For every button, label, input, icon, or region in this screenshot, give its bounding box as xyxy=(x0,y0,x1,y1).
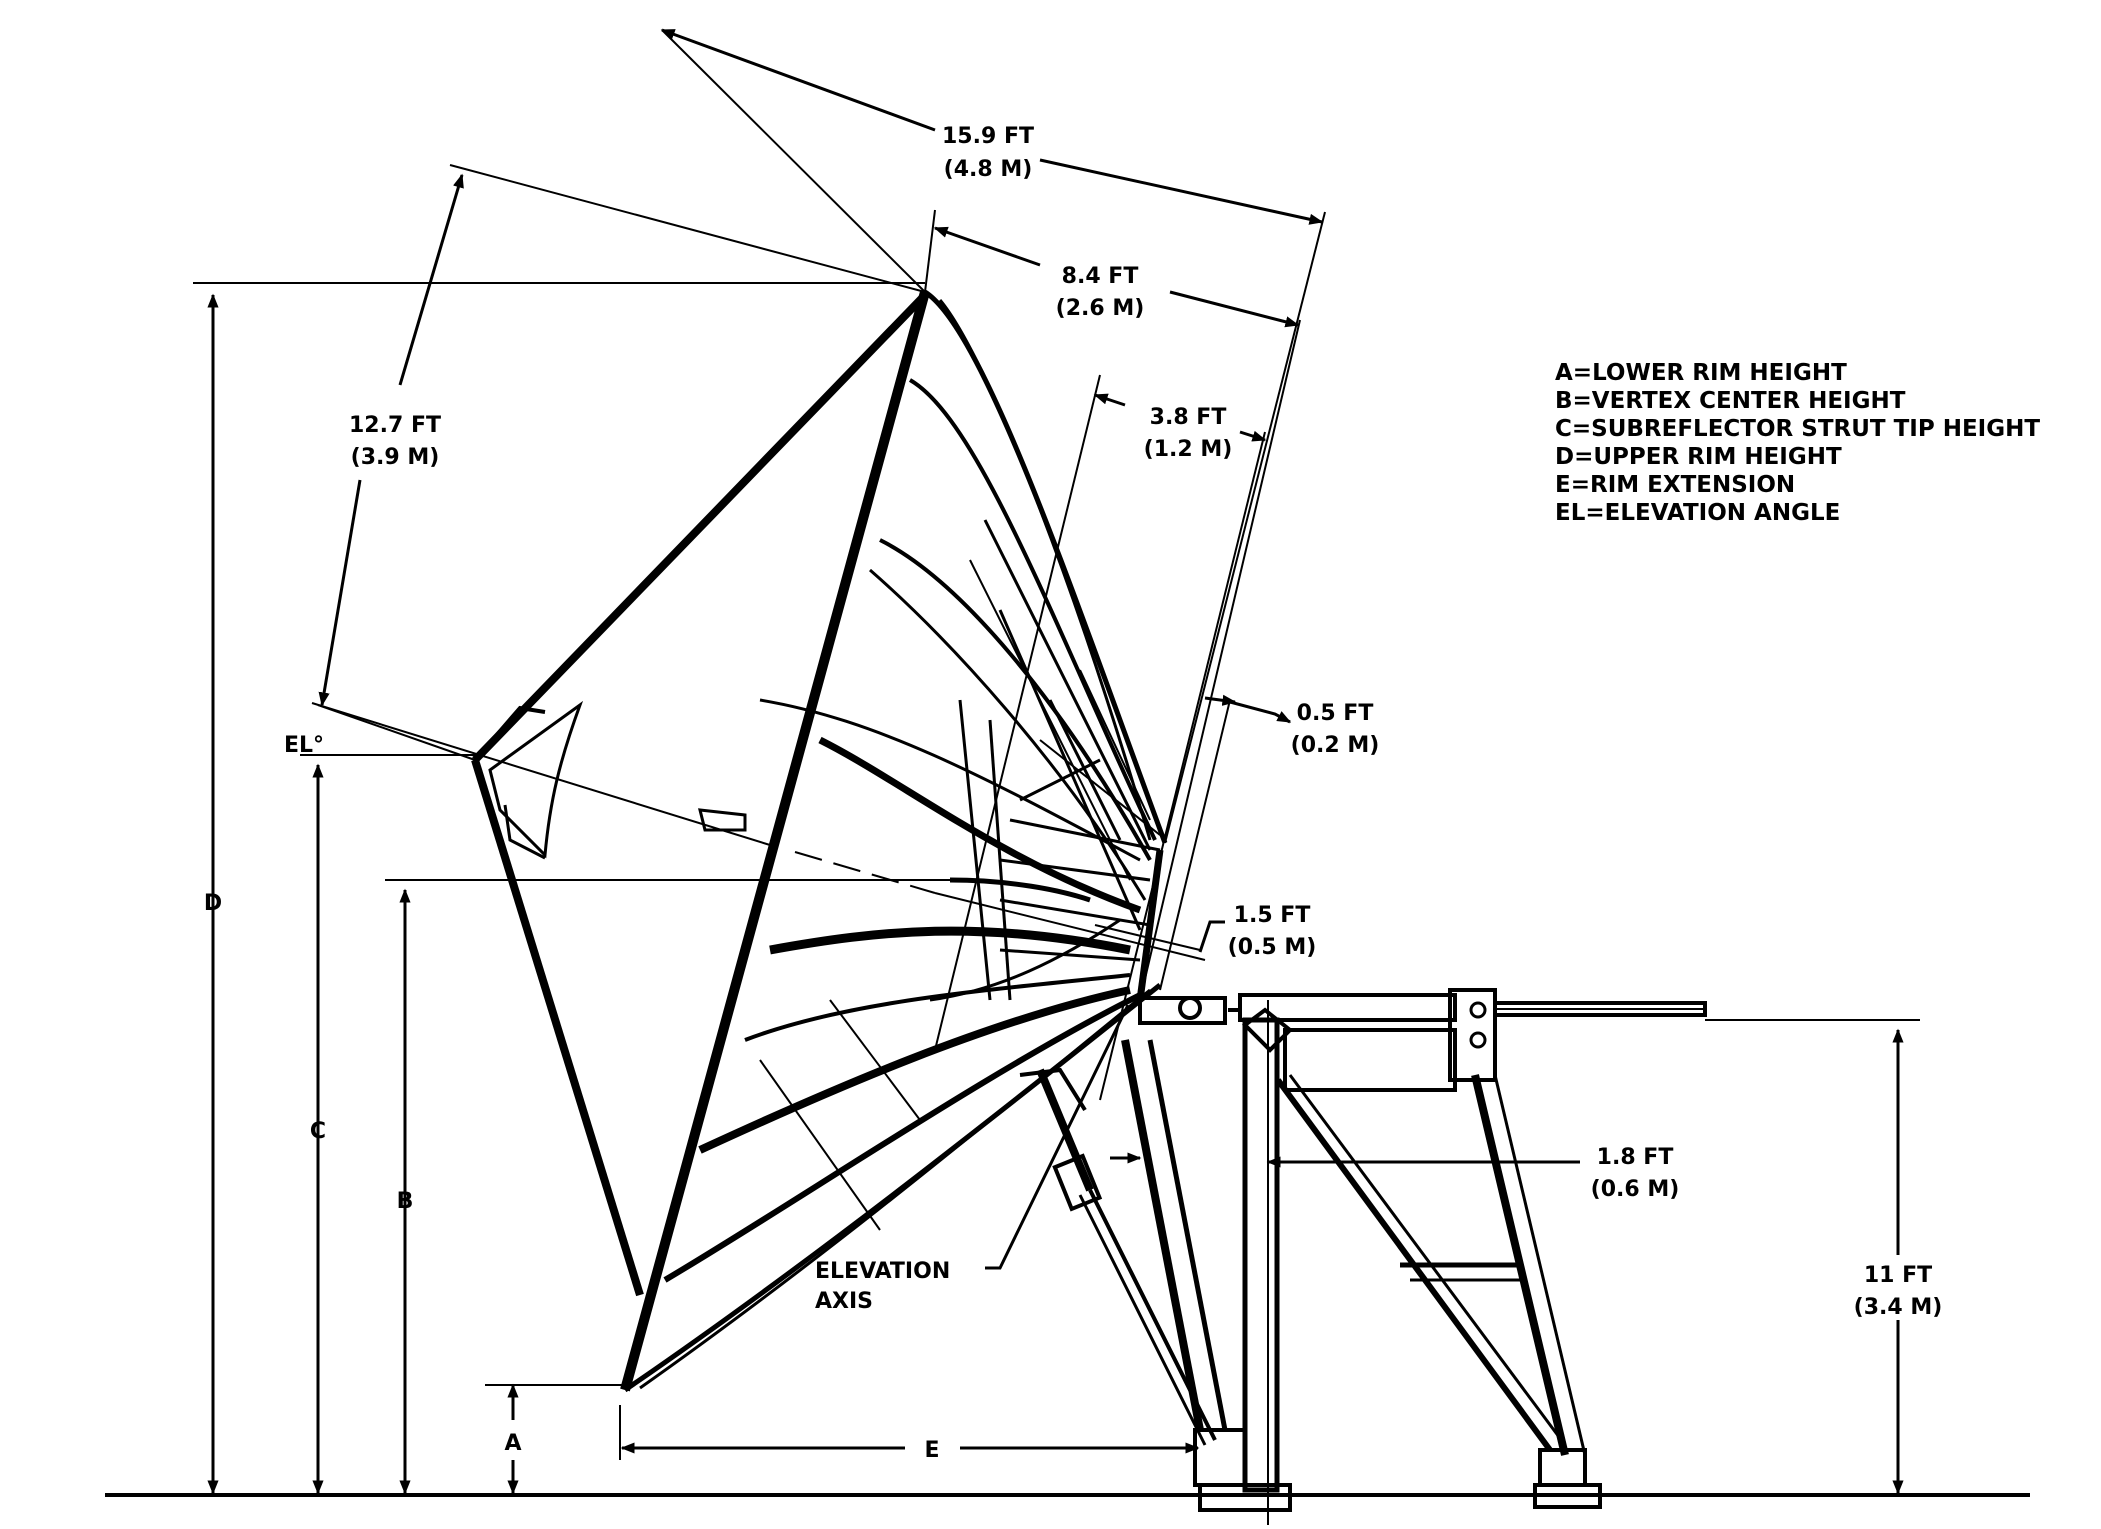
label-focal-m: (2.6 M) xyxy=(1056,296,1145,321)
label-vertex-offset-m: (0.5 M) xyxy=(1228,935,1317,960)
label-axis-height-m: (3.4 M) xyxy=(1854,1295,1943,1320)
label-vertex-offset-ft: 1.5 FT xyxy=(1234,903,1311,928)
label-a: A xyxy=(504,1431,521,1456)
label-elevation-axis-line1: ELEVATION xyxy=(815,1259,950,1284)
label-axis-height-ft: 11 FT xyxy=(1864,1263,1932,1288)
legend-item: EL=ELEVATION ANGLE xyxy=(1555,500,1840,526)
label-rim-offset-m: (0.2 M) xyxy=(1291,733,1380,758)
legend-item: E=RIM EXTENSION xyxy=(1555,472,1795,498)
label-focal-ft: 8.4 FT xyxy=(1062,264,1139,289)
dimension-lines xyxy=(193,28,1920,1495)
legend-item: A=LOWER RIM HEIGHT xyxy=(1555,360,1847,386)
label-strut-ft: 12.7 FT xyxy=(349,413,441,438)
label-diameter-m: (4.8 M) xyxy=(944,157,1033,182)
dimension-labels: 15.9 FT (4.8 M) 8.4 FT (2.6 M) 12.7 FT (… xyxy=(204,124,1942,1463)
pedestal-mount xyxy=(1019,988,1707,1512)
subreflector-assembly xyxy=(471,292,928,1297)
legend-item: D=UPPER RIM HEIGHT xyxy=(1555,444,1842,470)
label-depth-ft: 3.8 FT xyxy=(1150,405,1227,430)
legend-item: B=VERTEX CENTER HEIGHT xyxy=(1555,388,1906,414)
legend-item: C=SUBREFLECTOR STRUT TIP HEIGHT xyxy=(1555,416,2040,442)
label-depth-m: (1.2 M) xyxy=(1144,437,1233,462)
dish-reflector xyxy=(620,289,1168,1393)
label-d: D xyxy=(204,891,222,916)
label-rim-offset-ft: 0.5 FT xyxy=(1297,701,1374,726)
legend: A=LOWER RIM HEIGHT B=VERTEX CENTER HEIGH… xyxy=(1555,360,2040,526)
label-b: B xyxy=(397,1189,414,1214)
label-el: EL° xyxy=(284,733,324,758)
label-c: C xyxy=(310,1119,326,1144)
label-elevation-axis-line2: AXIS xyxy=(815,1289,873,1314)
label-diameter-ft: 15.9 FT xyxy=(942,124,1034,149)
label-e: E xyxy=(924,1438,939,1463)
label-strut-m: (3.9 M) xyxy=(351,445,440,470)
label-pedestal-offset-ft: 1.8 FT xyxy=(1597,1145,1674,1170)
label-pedestal-offset-m: (0.6 M) xyxy=(1591,1177,1680,1202)
